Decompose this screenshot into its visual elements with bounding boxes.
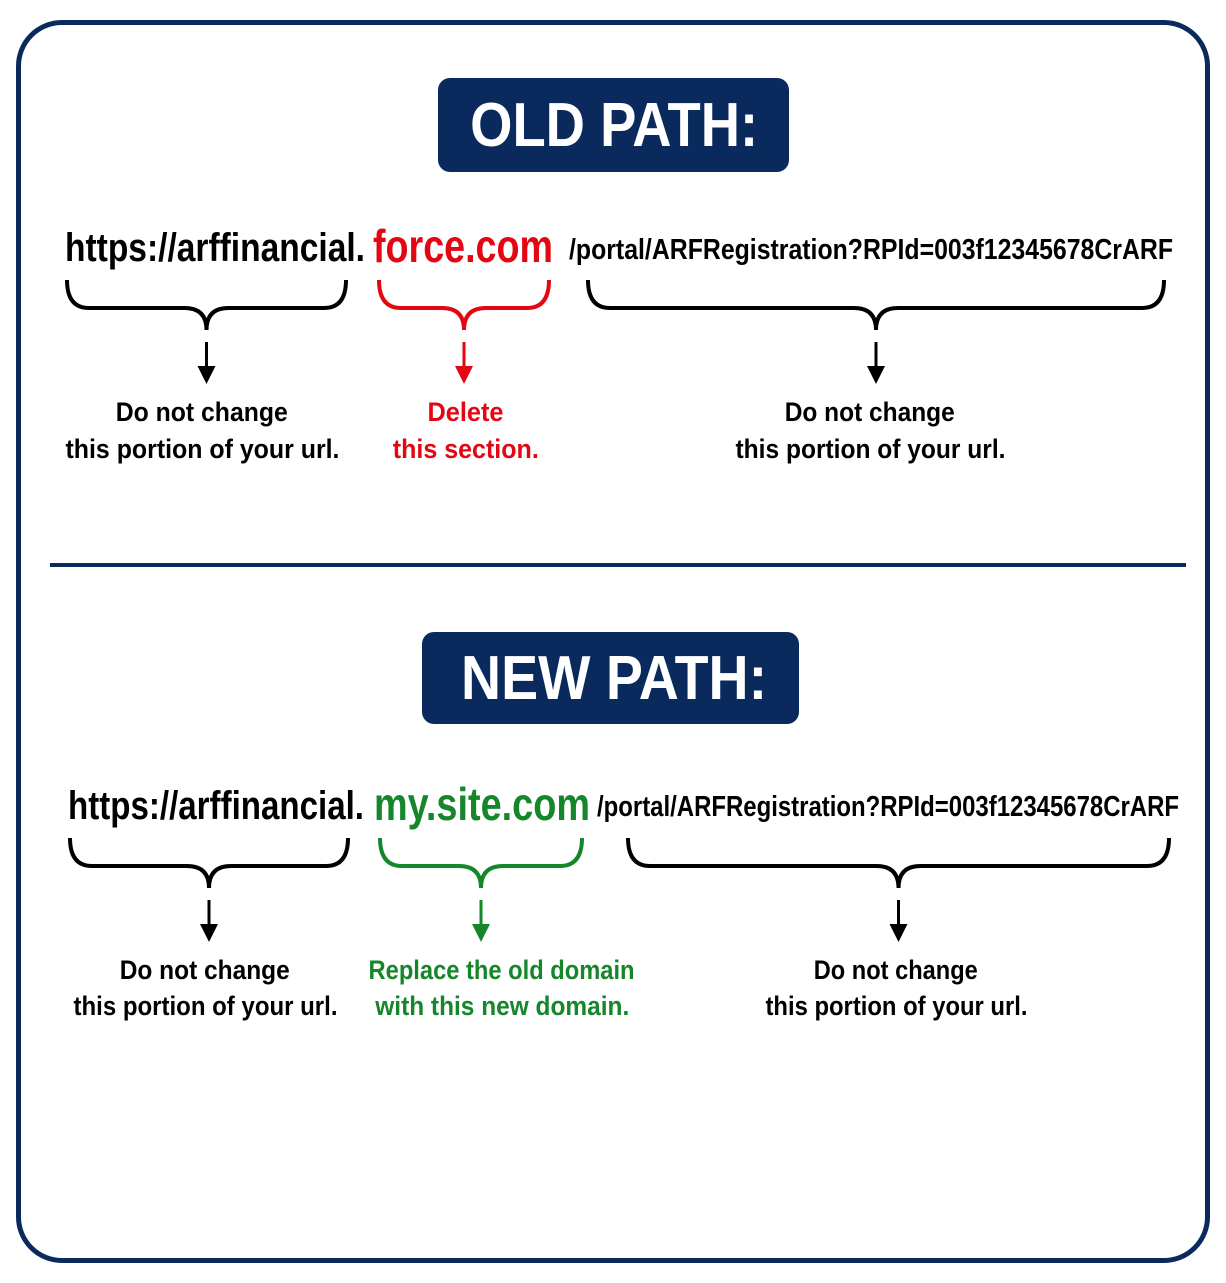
old-middle-arrow-down-icon [455, 366, 473, 384]
old-path-badge [438, 78, 789, 172]
old-left-arrow-down-icon [197, 366, 216, 384]
new-middle-label-2: with this new domain. [374, 991, 629, 1021]
new-url-domain: my.site.com [374, 778, 590, 830]
new-left-label-1: Do not change [120, 955, 290, 985]
outer-frame [16, 20, 1210, 1263]
old-left-label-2: this portion of your url. [64, 434, 339, 464]
old-right-label-2: this portion of your url. [734, 434, 1005, 464]
old-path-title: OLD PATH: [469, 91, 758, 160]
new-right-arrow-down-icon [889, 924, 908, 942]
new-middle-brace [378, 837, 584, 889]
new-middle-arrow-down-icon [472, 924, 490, 942]
old-url-domain: force.com [373, 220, 553, 272]
new-left-arrow-down-icon [200, 924, 218, 942]
new-path-title: NEW PATH: [461, 644, 767, 713]
new-middle-label-1: Replace the old domain [369, 955, 635, 985]
old-url-path: /portal/ARFRegistration?RPId=003f1234567… [569, 234, 1173, 266]
old-left-label-1: Do not change [116, 397, 288, 427]
old-middle-label-1: Delete [427, 397, 504, 427]
new-right-brace [626, 837, 1171, 889]
old-right-brace [586, 279, 1166, 331]
new-url-prefix: https://arffinancial. [68, 784, 364, 828]
old-right-arrow-down-icon [867, 366, 885, 384]
new-left-label-2: this portion of your url. [72, 991, 337, 1021]
old-url-prefix: https://arffinancial. [65, 226, 365, 270]
new-right-label-1: Do not change [814, 955, 978, 985]
old-middle-brace [377, 279, 551, 331]
old-middle-label-2: this section. [393, 434, 539, 464]
new-path-badge [422, 632, 799, 724]
section-divider [50, 563, 1186, 567]
new-left-brace [68, 837, 350, 889]
old-left-brace [65, 279, 348, 331]
new-right-label-2: this portion of your url. [764, 991, 1027, 1021]
old-right-label-1: Do not change [785, 397, 955, 427]
new-url-path: /portal/ARFRegistration?RPId=003f1234567… [597, 791, 1179, 823]
